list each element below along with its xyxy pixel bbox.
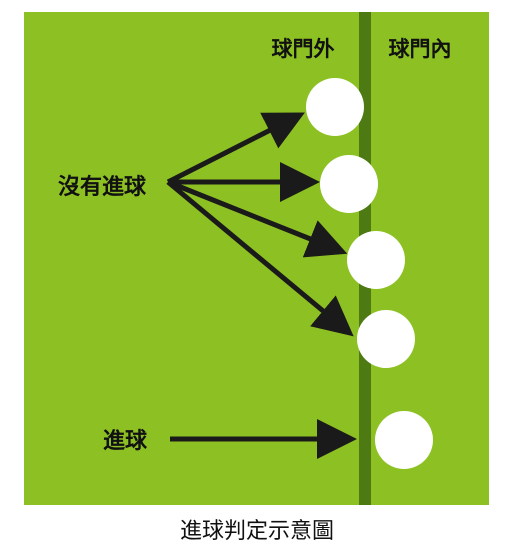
arrow-to-ball-1 [166, 112, 305, 185]
arrow-group [166, 112, 357, 459]
ball-3 [347, 231, 405, 289]
ball-2 [320, 155, 378, 213]
ball-5 [375, 411, 433, 469]
ball-4 [357, 310, 415, 368]
outside-goal-label: 球門外 [272, 37, 335, 61]
ball-group [306, 78, 433, 469]
diagram-caption: 進球判定示意圖 [180, 519, 334, 544]
arrow-to-ball-4 [166, 180, 354, 337]
ball-1 [306, 78, 364, 136]
inside-goal-label: 球門內 [389, 37, 452, 61]
no-goal-label: 沒有進球 [58, 174, 147, 200]
goal-label: 進球 [103, 429, 148, 454]
arrow-to-ball-3 [167, 179, 348, 258]
